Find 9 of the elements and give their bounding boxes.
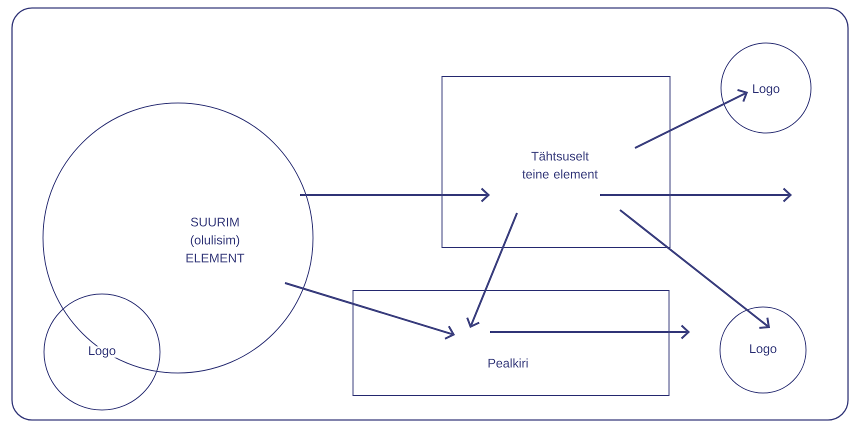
arrow [600,188,792,202]
arrow [300,188,490,202]
arrow [634,88,748,149]
arrow [619,209,770,329]
heading-box: Pealkiri [352,290,670,396]
arrow [284,282,456,340]
arrow [490,324,690,340]
element-box: Tähtsuselt teine element [442,76,670,248]
arrow [466,212,518,328]
